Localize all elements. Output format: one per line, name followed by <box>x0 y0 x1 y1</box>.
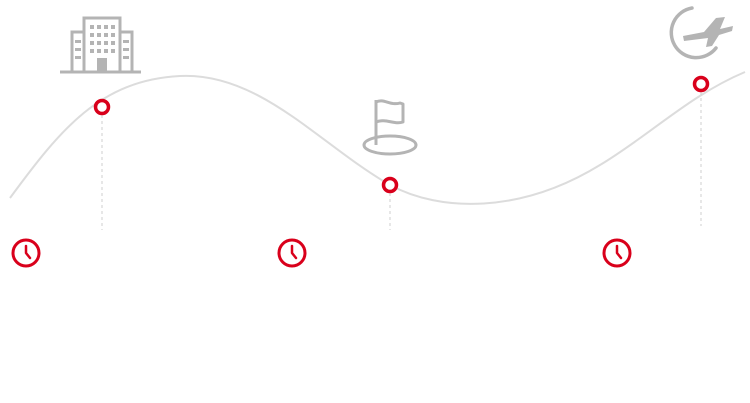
waypoint-marker[interactable] <box>93 98 111 116</box>
building-icon <box>60 16 141 74</box>
clock-icon <box>602 238 632 268</box>
clock-icon <box>277 238 307 268</box>
plane-departure-icon <box>669 6 733 60</box>
flag-icon <box>362 99 418 156</box>
waypoint-marker[interactable] <box>692 75 710 93</box>
clock-icon <box>11 238 41 268</box>
waypoint-marker[interactable] <box>381 176 399 194</box>
